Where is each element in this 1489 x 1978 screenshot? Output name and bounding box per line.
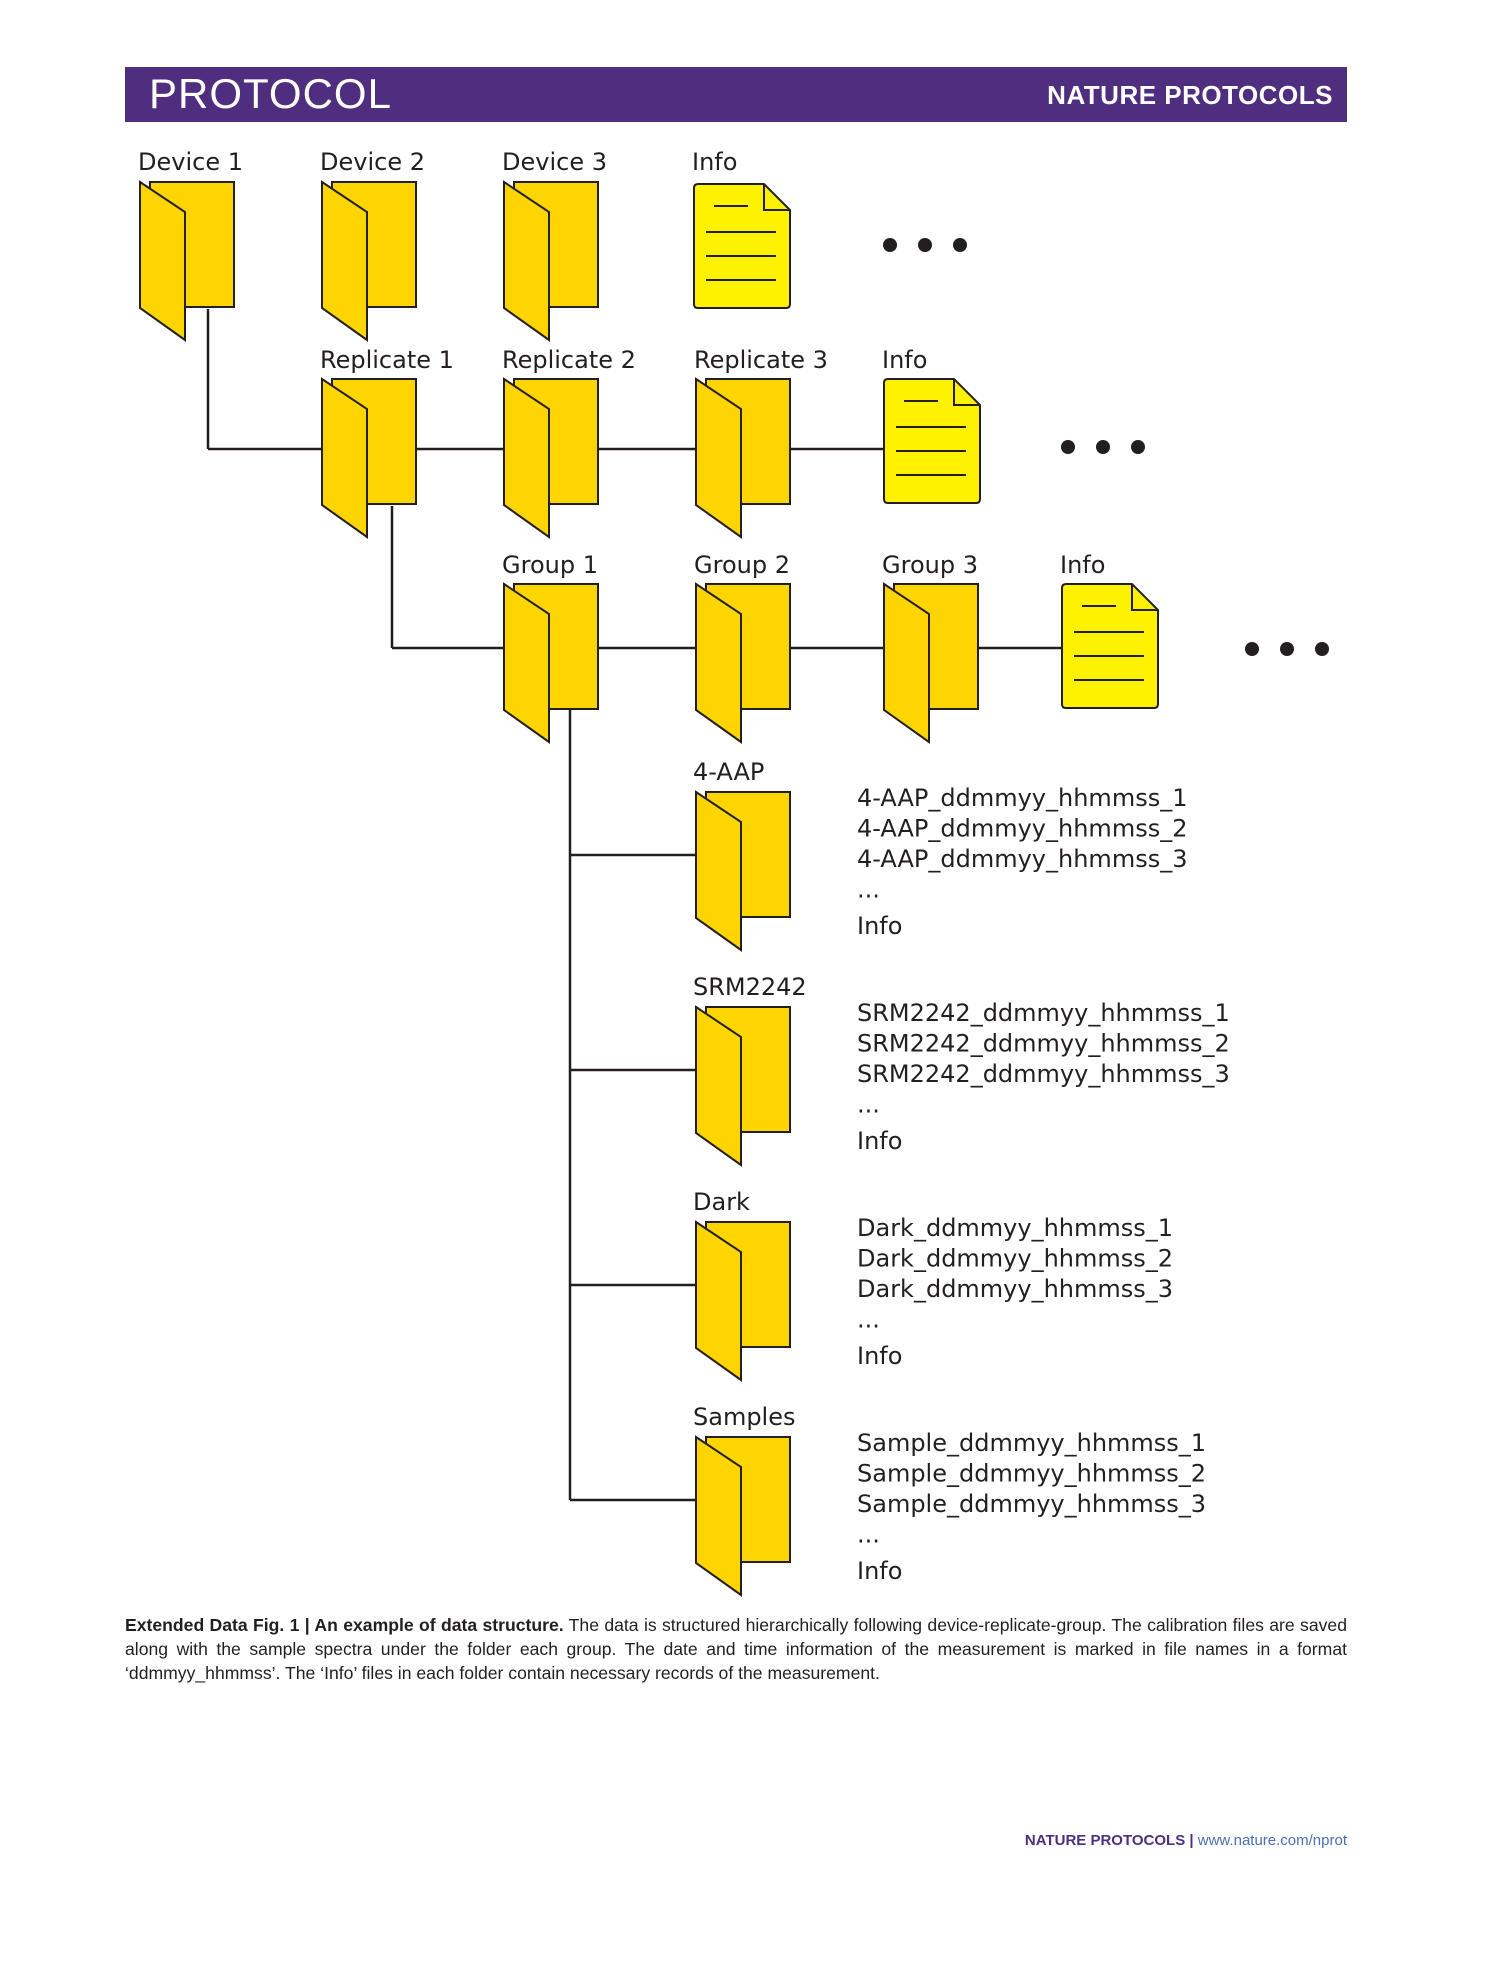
subfolder-label: Dark <box>693 1188 750 1216</box>
document-icon <box>1061 583 1159 709</box>
file-name: SRM2242_ddmmyy_hhmmss_2 <box>857 1030 1230 1058</box>
footer-separator: | <box>1185 1832 1198 1849</box>
info-label: Info <box>1060 551 1105 579</box>
file-name: Sample_ddmmyy_hhmmss_2 <box>857 1460 1206 1488</box>
folder-icon <box>321 180 417 342</box>
file-name: Dark_ddmmyy_hhmmss_1 <box>857 1214 1173 1242</box>
footer-journal: NATURE PROTOCOLS <box>1024 1832 1186 1849</box>
group-label: Group 2 <box>694 551 790 579</box>
file-name: Info <box>857 1127 902 1155</box>
subfolder-label: Samples <box>693 1403 796 1431</box>
file-name: SRM2242_ddmmyy_hhmmss_1 <box>857 999 1230 1027</box>
folder-icon <box>695 790 791 952</box>
folder-icon <box>503 180 599 342</box>
file-name: Sample_ddmmyy_hhmmss_3 <box>857 1490 1206 1518</box>
folder-icon <box>503 377 599 539</box>
info-label: Info <box>882 346 927 374</box>
file-name: Dark_ddmmyy_hhmmss_2 <box>857 1245 1173 1273</box>
file-name: 4-AAP_ddmmyy_hhmmss_2 <box>857 815 1187 843</box>
replicate-label: Replicate 1 <box>320 346 454 374</box>
folder-icon <box>695 1005 791 1167</box>
file-name: ... <box>857 1091 880 1119</box>
file-name: Info <box>857 912 902 940</box>
folder-icon <box>883 582 979 744</box>
document-icon <box>883 378 981 504</box>
folder-icon <box>503 582 599 744</box>
device-label: Device 1 <box>138 148 243 176</box>
ellipsis-icon <box>1061 440 1145 454</box>
replicate-label: Replicate 3 <box>694 346 828 374</box>
group-label: Group 3 <box>882 551 978 579</box>
subfolder-label: SRM2242 <box>693 973 807 1001</box>
caption-text: The data is structured hierarchically fo… <box>125 1615 1347 1683</box>
folder-icon <box>321 377 417 539</box>
figure-caption: Extended Data Fig. 1 | An example of dat… <box>125 1613 1347 1685</box>
info-label: Info <box>692 148 737 176</box>
file-name: Sample_ddmmyy_hhmmss_1 <box>857 1429 1206 1457</box>
document-icon <box>693 183 791 309</box>
folder-icon <box>695 1220 791 1382</box>
file-name: 4-AAP_ddmmyy_hhmmss_3 <box>857 845 1187 873</box>
folder-icon <box>695 582 791 744</box>
footer-url: www.nature.com/nprot <box>1197 1832 1347 1849</box>
caption-label: Extended Data Fig. 1 | An example of dat… <box>125 1615 564 1635</box>
file-name: Info <box>857 1557 902 1585</box>
page-footer: NATURE PROTOCOLS | www.nature.com/nprot <box>1025 1831 1347 1851</box>
file-name: ... <box>857 1306 880 1334</box>
folder-icon <box>695 377 791 539</box>
file-name: 4-AAP_ddmmyy_hhmmss_1 <box>857 784 1187 812</box>
folder-icon <box>139 180 235 342</box>
ellipsis-icon <box>883 238 967 252</box>
replicate-label: Replicate 2 <box>502 346 636 374</box>
file-name: Info <box>857 1342 902 1370</box>
section-label: PROTOCOL <box>149 70 392 117</box>
file-name: SRM2242_ddmmyy_hhmmss_3 <box>857 1060 1230 1088</box>
folder-icon <box>695 1435 791 1597</box>
device-label: Device 2 <box>320 148 425 176</box>
group-label: Group 1 <box>502 551 598 579</box>
file-name: ... <box>857 1521 880 1549</box>
tree-connectors <box>206 309 1062 1502</box>
file-name: Dark_ddmmyy_hhmmss_3 <box>857 1275 1173 1303</box>
file-name: ... <box>857 876 880 904</box>
subfolder-label: 4-AAP <box>693 758 764 786</box>
ellipsis-icon <box>1245 642 1329 656</box>
journal-name: NATURE PROTOCOLS <box>1047 80 1333 110</box>
page-header: PROTOCOL NATURE PROTOCOLS <box>125 67 1347 122</box>
device-label: Device 3 <box>502 148 607 176</box>
tree-icons <box>139 180 1329 1597</box>
